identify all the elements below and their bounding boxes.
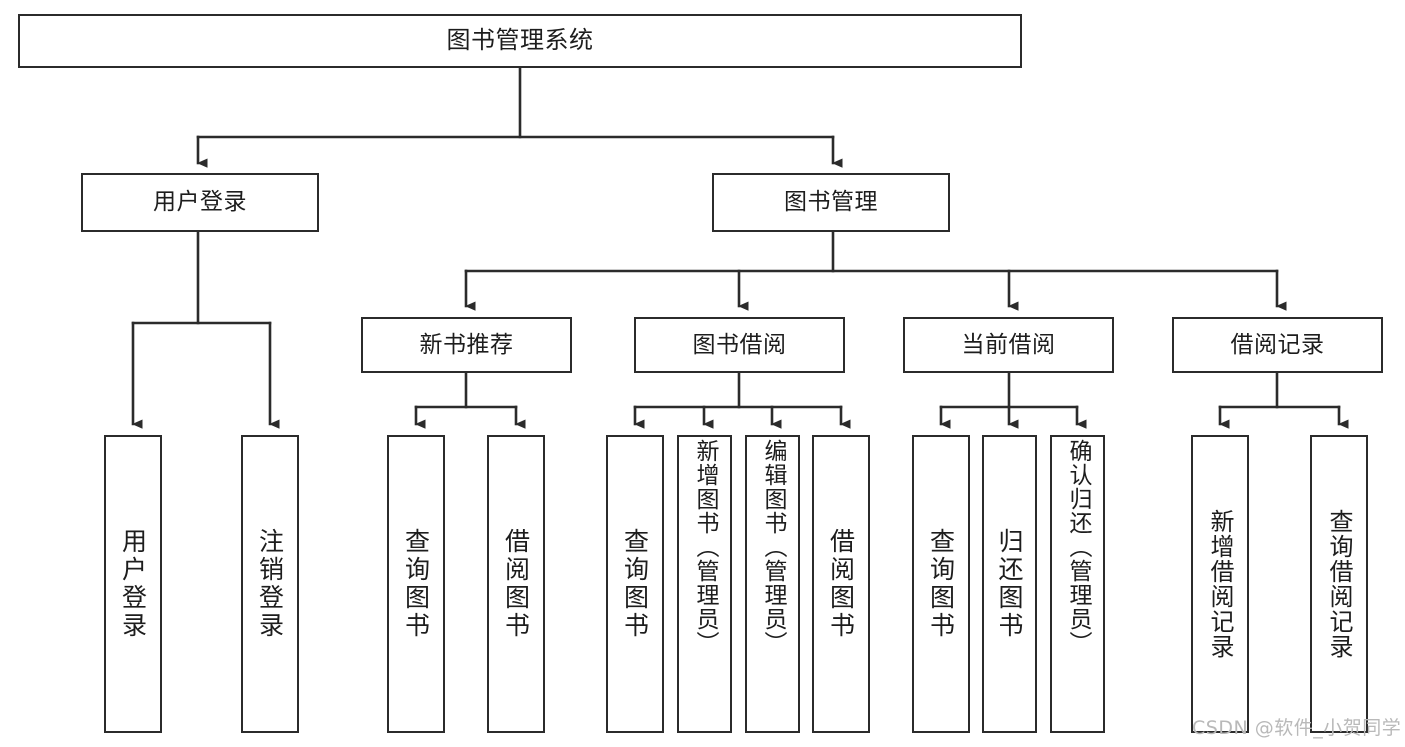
node-label: 查询图书 [620,528,650,640]
node-leaf-return-book[interactable]: 归还图书 [982,435,1037,733]
node-leaf-query-record[interactable]: 查询借阅记录 [1310,435,1368,733]
csdn-watermark: CSDN @软件_小贺同学 [1192,717,1402,739]
node-label: 新书推荐 [419,331,514,358]
node-leaf-confirm-return[interactable]: 确认归还（管理员） [1050,435,1105,733]
node-borrow-record[interactable]: 借阅记录 [1172,317,1383,373]
node-label: 查询图书 [926,528,956,640]
node-leaf-logout[interactable]: 注销登录 [241,435,299,733]
node-label: 查询图书 [401,528,431,640]
node-leaf-query-book-1[interactable]: 查询图书 [387,435,445,733]
node-label: 借阅图书 [501,528,531,640]
node-leaf-edit-book[interactable]: 编辑图书（管理员） [745,435,800,733]
node-label: 用户登录 [118,528,148,640]
node-label: 归还图书 [995,528,1024,640]
node-label: 确认归还（管理员） [1065,439,1091,655]
node-label: 用户登录 [153,189,247,216]
node-label: 注销登录 [255,528,285,640]
node-leaf-borrow-book-1[interactable]: 借阅图书 [487,435,545,733]
node-book-manage[interactable]: 图书管理 [712,173,950,232]
node-book-borrow[interactable]: 图书借阅 [634,317,845,373]
node-leaf-query-book-2[interactable]: 查询图书 [606,435,664,733]
node-leaf-add-book[interactable]: 新增图书（管理员） [677,435,732,733]
node-leaf-user-login[interactable]: 用户登录 [104,435,162,733]
node-label: 编辑图书（管理员） [760,439,786,655]
node-label: 查询借阅记录 [1325,509,1353,659]
node-label: 当前借阅 [961,331,1056,358]
node-label: 图书管理系统 [446,26,594,55]
node-leaf-query-book-3[interactable]: 查询图书 [912,435,970,733]
node-label: 图书借阅 [692,331,787,358]
node-label: 借阅图书 [826,528,856,640]
node-new-book-recommend[interactable]: 新书推荐 [361,317,572,373]
node-user-login[interactable]: 用户登录 [81,173,319,232]
node-label: 新增图书（管理员） [692,439,718,655]
node-label: 借阅记录 [1230,331,1325,358]
node-leaf-add-record[interactable]: 新增借阅记录 [1191,435,1249,733]
node-leaf-borrow-book-2[interactable]: 借阅图书 [812,435,870,733]
node-label: 图书管理 [784,189,878,216]
node-current-borrow[interactable]: 当前借阅 [903,317,1114,373]
node-root-system[interactable]: 图书管理系统 [18,14,1022,68]
node-label: 新增借阅记录 [1206,509,1234,659]
